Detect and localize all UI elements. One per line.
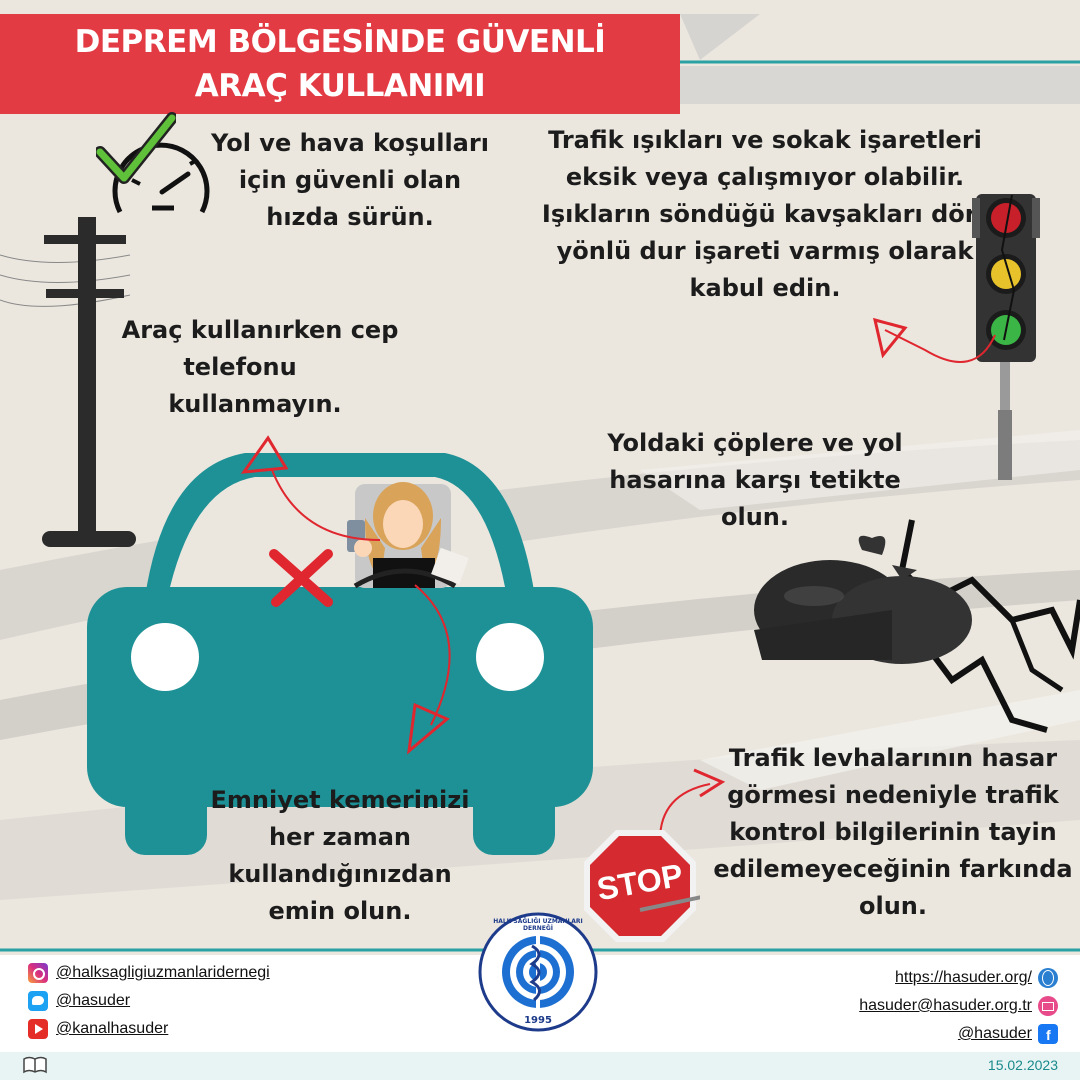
title-line-2: ARAÇ KULLANIMI (194, 68, 486, 104)
tip-line: her zaman (268, 823, 411, 851)
facebook-handle: @hasuder (957, 1025, 1032, 1042)
twitter-handle: @hasuder (56, 992, 131, 1009)
facebook-icon: f (1038, 1024, 1058, 1044)
title-line-1: DEPREM BÖLGESİNDE GÜVENLİ (74, 24, 606, 60)
tip-line: Trafik ışıkları ve sokak işaretleri (548, 126, 982, 154)
tip-line: edilemeyeceğinin farkında (713, 855, 1073, 883)
tip-line: yönlü dur işareti varmış olarak (556, 237, 974, 265)
instagram-icon (28, 963, 48, 983)
tip-phone: Araç kullanırken cep telefonu kullanmayı… (110, 312, 410, 423)
book-icon (23, 1056, 47, 1074)
tip-line: görmesi nedeniyle trafik (727, 781, 1059, 809)
association-logo: HALK SAĞLIĞI UZMANLARI DERNEĞİ 1995 (478, 912, 598, 1032)
logo-year: 1995 (524, 1015, 552, 1026)
website-link[interactable]: https://hasuder.org/ (758, 968, 1058, 988)
check-icon (96, 112, 176, 184)
tip-line: Emniyet kemerinizi (210, 786, 470, 814)
mail-icon (1038, 996, 1058, 1016)
tip-line: olun. (720, 503, 789, 531)
globe-icon (1038, 968, 1058, 988)
tip-traffic-lights: Trafik ışıkları ve sokak işaretleri eksi… (530, 122, 1000, 307)
tip-line: kullanmayın. (168, 390, 342, 418)
email-address: hasuder@hasuder.org.tr (859, 997, 1032, 1014)
twitter-link[interactable]: @hasuder (28, 991, 270, 1011)
social-links: @halksagligiuzmanlaridernegi @hasuder @k… (28, 963, 270, 1039)
tip-line: emin olun. (268, 897, 412, 925)
tip-seatbelt: Emniyet kemerinizi her zaman kullandığın… (195, 782, 485, 930)
tip-speed-line: için güvenli olan (238, 166, 462, 194)
tip-line: hasarına karşı tetikte (609, 466, 901, 494)
contact-links: https://hasuder.org/ hasuder@hasuder.org… (758, 968, 1058, 1044)
email-link[interactable]: hasuder@hasuder.org.tr (758, 996, 1058, 1016)
instagram-handle: @halksagligiuzmanlaridernegi (56, 964, 270, 981)
tip-line: Trafik levhalarının hasar (728, 744, 1058, 772)
arrow-seatbelt (407, 584, 451, 755)
tip-debris: Yoldaki çöplere ve yol hasarına karşı te… (590, 425, 920, 536)
x-mark-icon (269, 549, 333, 607)
tip-line: telefonu (183, 353, 297, 381)
tip-speed-line: Yol ve hava koşulları (211, 129, 489, 157)
youtube-icon (28, 1019, 48, 1039)
tip-line: Araç kullanırken cep (121, 316, 399, 344)
garbage-bags-icon (754, 519, 1080, 733)
instagram-link[interactable]: @halksagligiuzmanlaridernegi (28, 963, 270, 983)
tip-line: kullandığınızdan (228, 860, 452, 888)
arrow-to-traffic-light (872, 317, 996, 363)
stop-sign-icon: STOP (580, 826, 700, 946)
tip-line: Işıkların söndüğü kavşakları dört (541, 200, 989, 228)
website-url: https://hasuder.org/ (895, 969, 1032, 986)
utility-pole-icon (0, 217, 136, 547)
logo-ring-text: HALK SAĞLIĞI UZMANLARI DERNEĞİ (493, 918, 583, 932)
arrow-phone (240, 435, 381, 541)
footer-bar (0, 1052, 1080, 1080)
publish-date: 15.02.2023 (987, 1057, 1058, 1073)
tip-line: kontrol bilgilerinin tayin (729, 818, 1057, 846)
twitter-icon (28, 991, 48, 1011)
tip-line: olun. (858, 892, 927, 920)
traffic-light-icon (972, 194, 1040, 480)
tip-signs: Trafik levhalarının hasar görmesi nedeni… (708, 740, 1078, 925)
tip-speed-line: hızda sürün. (266, 203, 434, 231)
tip-speed: Yol ve hava koşulları için güvenli olan … (200, 125, 500, 236)
title-banner: DEPREM BÖLGESİNDE GÜVENLİ ARAÇ KULLANIMI (0, 14, 680, 114)
driver-with-phone-icon (347, 482, 469, 588)
speedometer-icon (112, 142, 210, 214)
tip-line: kabul edin. (689, 274, 841, 302)
youtube-handle: @kanalhasuder (56, 1020, 169, 1037)
tip-line: eksik veya çalışmıyor olabilir. (565, 163, 965, 191)
facebook-link[interactable]: @hasuder f (758, 1024, 1058, 1044)
youtube-link[interactable]: @kanalhasuder (28, 1019, 270, 1039)
tip-line: Yoldaki çöplere ve yol (607, 429, 903, 457)
